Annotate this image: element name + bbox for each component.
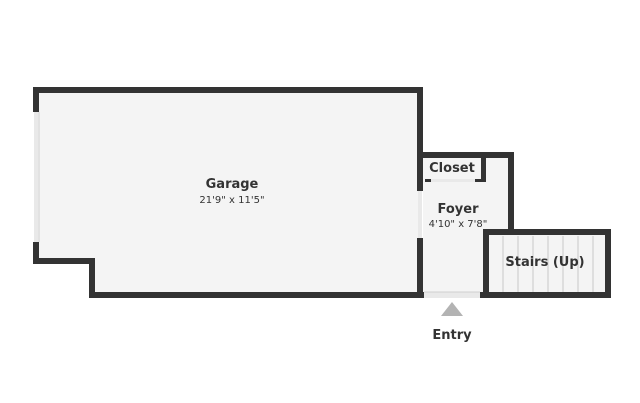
garage-label: Garage <box>206 177 259 192</box>
stairs-label: Stairs (Up) <box>505 255 584 270</box>
entry-label: Entry <box>432 328 472 343</box>
foyer-label: Foyer <box>438 202 480 217</box>
garage-dimensions: 21'9" x 11'5" <box>199 195 264 206</box>
garage-foyer-opening <box>418 191 422 238</box>
foyer-dimensions: 4'10" x 7'8" <box>429 219 488 230</box>
entry-door-opening <box>424 292 480 298</box>
garage-floor <box>37 91 419 295</box>
closet-door-opening <box>431 179 475 182</box>
stair-treads <box>502 236 594 292</box>
entry-arrow-icon <box>441 302 463 316</box>
garage-door-opening <box>34 112 38 242</box>
stairs-walls <box>483 229 611 298</box>
closet-label: Closet <box>429 161 475 176</box>
stairs-floor <box>487 233 607 295</box>
closet-walls <box>425 155 486 182</box>
garage-walls <box>33 87 424 298</box>
closet-floor <box>423 156 483 180</box>
